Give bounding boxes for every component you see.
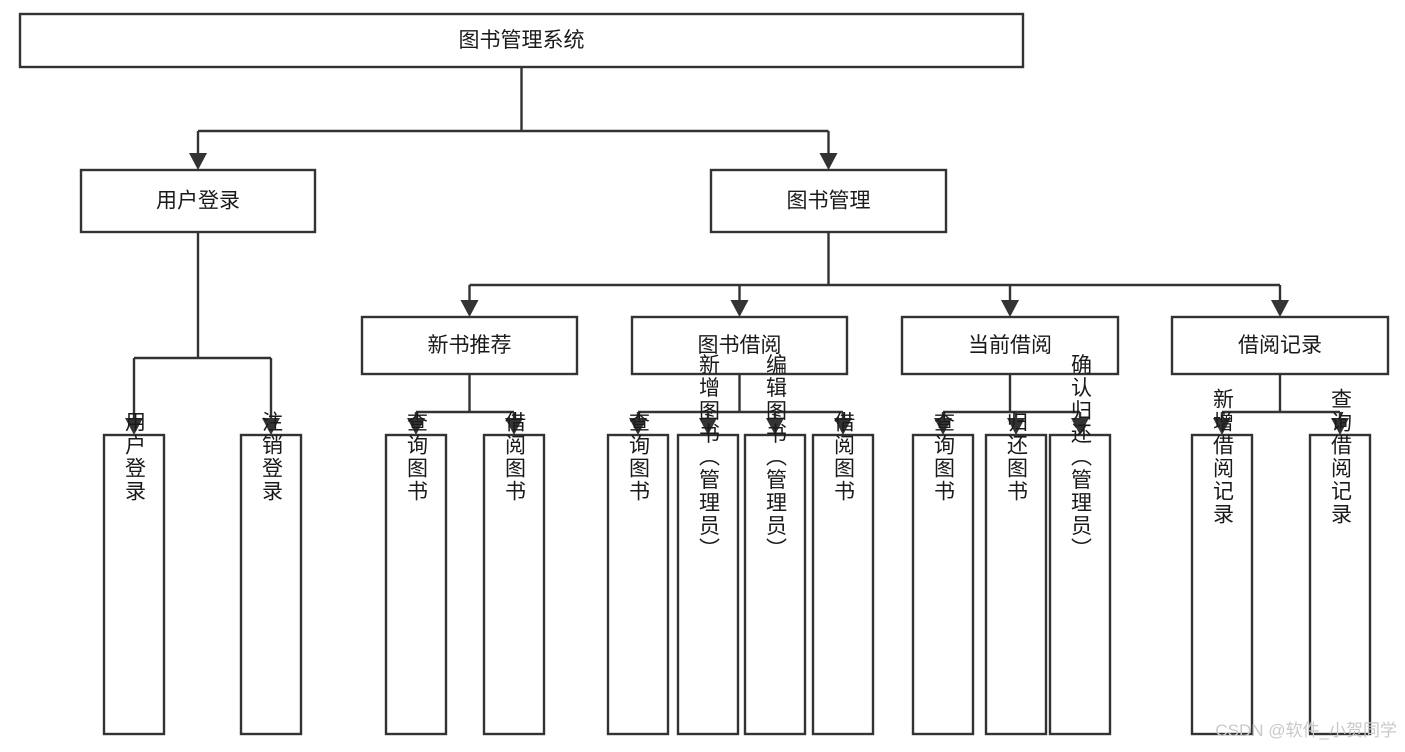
node-label: 查询图书 xyxy=(405,411,429,503)
edge-arrowhead xyxy=(766,418,784,435)
node-box xyxy=(482,433,546,736)
edge-arrowhead xyxy=(629,418,647,435)
node-box xyxy=(1308,433,1372,736)
edge-arrowhead xyxy=(460,300,479,317)
node-label: 归还图书 xyxy=(1005,411,1029,503)
node-label: 图书管理系统 xyxy=(459,29,585,52)
node-n-current[interactable]: 当前借阅 xyxy=(900,315,1120,376)
node-label: 借阅图书 xyxy=(503,411,527,503)
node-label: 注销登录 xyxy=(260,411,284,503)
node-layer: 图书管理系统用户登录图书管理新书推荐图书借阅当前借阅借阅记录用户登录注销登录查询… xyxy=(18,12,1390,736)
edge-arrowhead xyxy=(934,418,952,435)
edge-arrowhead xyxy=(819,153,838,170)
node-l-user-login[interactable]: 用户登录 xyxy=(102,411,166,736)
node-label: 当前借阅 xyxy=(968,334,1052,357)
node-l-bk-borrow[interactable]: 借阅图书 xyxy=(811,411,875,736)
edge-arrowhead xyxy=(1007,418,1025,435)
node-box xyxy=(811,433,875,736)
node-box xyxy=(102,433,166,736)
node-box xyxy=(239,433,303,736)
node-label: 用户登录 xyxy=(123,411,147,503)
node-box xyxy=(1190,433,1254,736)
node-n-new-rec[interactable]: 新书推荐 xyxy=(360,315,579,376)
edge-arrowhead xyxy=(125,418,143,435)
node-l-bk-query[interactable]: 查询图书 xyxy=(606,411,670,736)
node-label: 查询借阅记录 xyxy=(1329,388,1353,526)
node-l-bk-edit[interactable]: 编辑图书（管理员） xyxy=(743,354,807,736)
node-n-records[interactable]: 借阅记录 xyxy=(1170,315,1390,376)
edge-arrowhead xyxy=(1071,418,1089,435)
edge-arrowhead xyxy=(1271,300,1289,317)
edge-arrowhead xyxy=(699,418,717,435)
node-box xyxy=(384,433,448,736)
node-label: 查询图书 xyxy=(627,411,651,503)
node-l-rc-query[interactable]: 查询借阅记录 xyxy=(1308,388,1372,736)
node-label: 图书借阅 xyxy=(698,334,782,357)
node-box xyxy=(743,433,807,736)
edge-arrowhead xyxy=(1331,418,1349,435)
edge-arrowhead xyxy=(1001,300,1019,317)
node-label: 查询图书 xyxy=(932,411,956,503)
node-box xyxy=(18,12,1025,69)
node-box xyxy=(630,315,849,376)
node-l-rc-add[interactable]: 新增借阅记录 xyxy=(1190,388,1254,736)
node-l-cur-return[interactable]: 归还图书 xyxy=(984,411,1048,736)
node-label: 确认归还（管理员） xyxy=(1069,354,1093,561)
node-label: 用户登录 xyxy=(156,190,240,213)
node-label: 图书管理 xyxy=(787,190,871,213)
edge-arrowhead xyxy=(407,418,425,435)
node-label: 新增图书（管理员） xyxy=(697,354,721,561)
edge-arrowhead xyxy=(1213,418,1231,435)
node-label: 编辑图书（管理员） xyxy=(764,354,788,561)
node-box xyxy=(1048,433,1112,736)
node-box xyxy=(984,433,1048,736)
node-label: 新增借阅记录 xyxy=(1211,388,1235,526)
node-l-user-logout[interactable]: 注销登录 xyxy=(239,411,303,736)
node-label: 新书推荐 xyxy=(428,334,512,357)
edge-arrowhead xyxy=(505,418,523,435)
node-n-user-login[interactable]: 用户登录 xyxy=(79,168,317,234)
node-box xyxy=(1170,315,1390,376)
node-l-bk-add[interactable]: 新增图书（管理员） xyxy=(676,354,740,736)
edge-arrowhead xyxy=(189,153,207,170)
edge-arrowhead xyxy=(834,418,852,435)
edge-arrowhead xyxy=(262,418,280,435)
node-box xyxy=(79,168,317,234)
node-l-cur-confirm[interactable]: 确认归还（管理员） xyxy=(1048,354,1112,736)
node-root[interactable]: 图书管理系统 xyxy=(18,12,1025,69)
edge-layer xyxy=(125,67,1349,435)
edge-arrowhead xyxy=(730,300,749,317)
node-box xyxy=(676,433,740,736)
node-box xyxy=(900,315,1120,376)
node-box xyxy=(606,433,670,736)
node-label: 借阅记录 xyxy=(1238,334,1322,357)
node-box xyxy=(709,168,948,234)
node-l-rec-query[interactable]: 查询图书 xyxy=(384,411,448,736)
node-box xyxy=(911,433,975,736)
node-n-borrow[interactable]: 图书借阅 xyxy=(630,315,849,376)
node-label: 借阅图书 xyxy=(832,411,856,503)
node-l-cur-query[interactable]: 查询图书 xyxy=(911,411,975,736)
node-n-book-mgmt[interactable]: 图书管理 xyxy=(709,168,948,234)
node-l-rec-borrow[interactable]: 借阅图书 xyxy=(482,411,546,736)
node-box xyxy=(360,315,579,376)
